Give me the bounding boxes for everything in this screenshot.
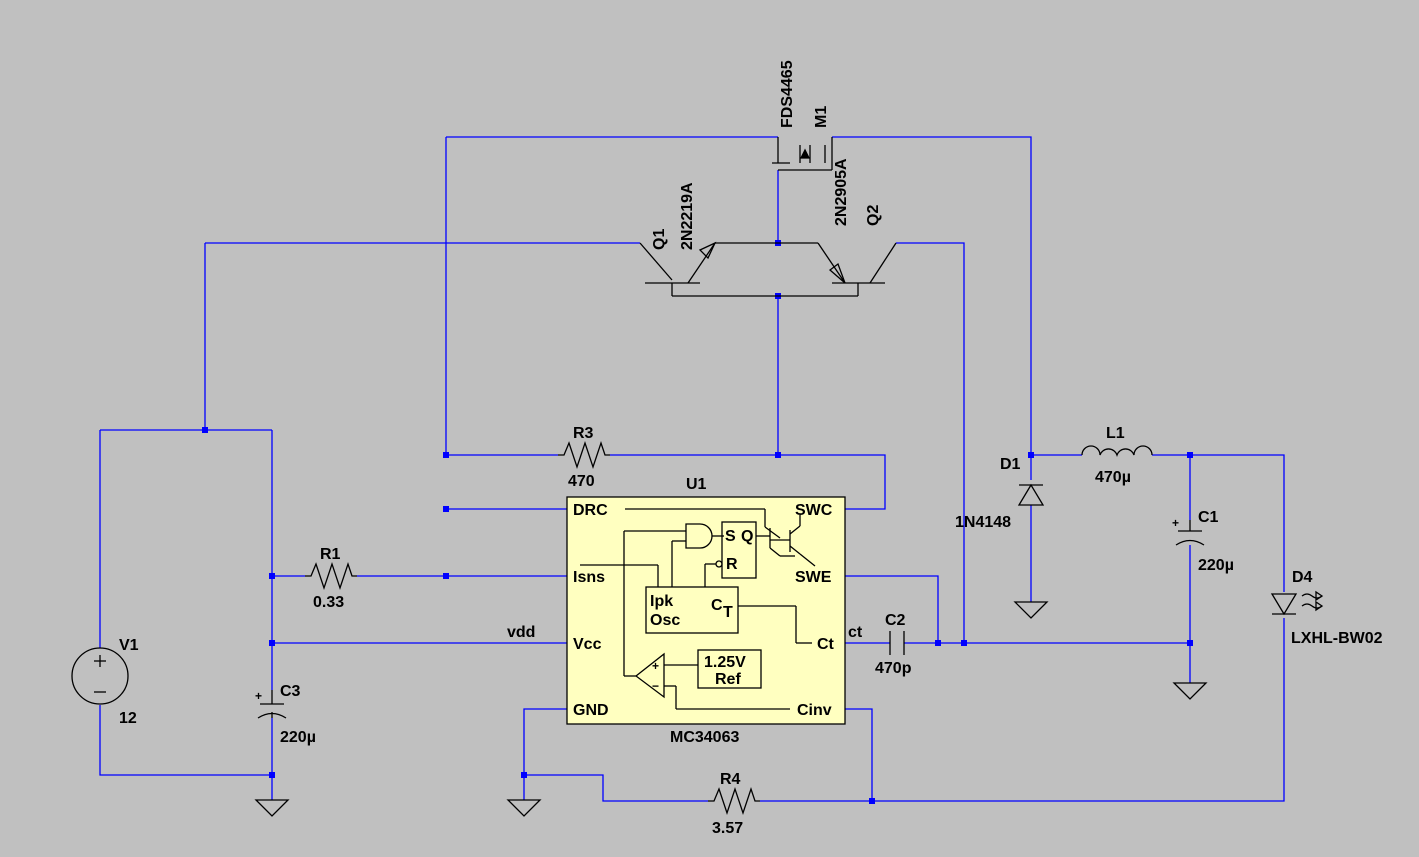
ground-icon bbox=[506, 799, 542, 817]
l1-value: 470µ bbox=[1095, 469, 1131, 486]
d4-name: D4 bbox=[1292, 569, 1313, 586]
diode-d1[interactable]: D1 1N4148 bbox=[955, 456, 1045, 531]
r4-value: 3.57 bbox=[712, 820, 743, 837]
q1-name: Q1 bbox=[651, 229, 668, 250]
d1-name: D1 bbox=[1000, 456, 1021, 473]
osc-t: T bbox=[723, 604, 733, 621]
resistor-r1[interactable]: R1 0.33 bbox=[305, 546, 357, 611]
capacitor-c2[interactable]: C2 470p bbox=[875, 612, 912, 677]
ground-icon bbox=[254, 799, 290, 817]
svg-text:+: + bbox=[652, 659, 659, 673]
led-d4[interactable]: D4 LXHL-BW02 bbox=[1270, 569, 1383, 647]
ref-voltage: 1.25V bbox=[704, 654, 746, 671]
inductor-l1[interactable]: L1 470µ bbox=[1081, 425, 1153, 486]
svg-text:−: − bbox=[652, 679, 659, 693]
pin-vcc: Vcc bbox=[573, 636, 602, 653]
d4-model: LXHL-BW02 bbox=[1291, 630, 1383, 647]
r1-value: 0.33 bbox=[313, 594, 344, 611]
capacitor-c1[interactable]: + C1 220µ bbox=[1172, 509, 1234, 574]
voltage-source-v1[interactable]: V1 12 bbox=[71, 637, 139, 727]
m1-name: M1 bbox=[813, 106, 830, 128]
pin-swe: SWE bbox=[795, 569, 832, 586]
ground-symbols bbox=[254, 601, 1208, 817]
osc-ipk: Ipk bbox=[650, 593, 673, 610]
ff-r: R bbox=[726, 556, 738, 573]
pin-isns: Isns bbox=[573, 569, 605, 586]
ref-label: Ref bbox=[715, 671, 741, 688]
pin-swc: SWC bbox=[795, 502, 833, 519]
ic-u1[interactable]: U1 MC34063 DRC Isns Vcc GND SWC SWE Ct C… bbox=[566, 476, 846, 746]
pin-drc: DRC bbox=[573, 502, 608, 519]
mosfet-m1[interactable]: FDS4465 M1 bbox=[772, 60, 833, 171]
q2-name: Q2 bbox=[865, 205, 882, 226]
d1-model: 1N4148 bbox=[955, 514, 1011, 531]
transistor-q1[interactable]: Q1 2N2219A bbox=[639, 182, 778, 297]
svg-text:+: + bbox=[1172, 516, 1179, 530]
osc-c: C bbox=[711, 597, 723, 614]
c2-value: 470p bbox=[875, 660, 912, 677]
wires bbox=[99, 136, 1285, 802]
ff-s: S bbox=[725, 528, 736, 545]
pin-gnd: GND bbox=[573, 702, 609, 719]
v1-name: V1 bbox=[119, 637, 139, 654]
transistor-q2[interactable]: 2N2905A Q2 bbox=[778, 158, 897, 297]
pin-ct: Ct bbox=[817, 636, 835, 653]
c3-value: 220µ bbox=[280, 729, 316, 746]
c2-name: C2 bbox=[885, 612, 906, 629]
r3-value: 470 bbox=[568, 473, 595, 490]
svg-text:+: + bbox=[255, 689, 262, 703]
r4-name: R4 bbox=[720, 771, 741, 788]
ff-q: Q bbox=[741, 528, 753, 545]
m1-model: FDS4465 bbox=[779, 60, 796, 128]
r3-name: R3 bbox=[573, 425, 594, 442]
and-gate-icon bbox=[685, 523, 713, 549]
resistor-r4[interactable]: R4 3.57 bbox=[708, 771, 760, 837]
q1-model: 2N2219A bbox=[679, 182, 696, 250]
pin-cinv: Cinv bbox=[797, 702, 832, 719]
v1-value: 12 bbox=[119, 710, 137, 727]
net-label-vdd: vdd bbox=[507, 624, 535, 641]
c3-name: C3 bbox=[280, 683, 301, 700]
osc-osc: Osc bbox=[650, 612, 680, 629]
capacitor-c3[interactable]: + C3 220µ bbox=[255, 683, 316, 746]
l1-name: L1 bbox=[1106, 425, 1125, 442]
net-label-ct: ct bbox=[848, 624, 863, 641]
u1-name: U1 bbox=[686, 476, 707, 493]
c1-name: C1 bbox=[1198, 509, 1219, 526]
ground-icon bbox=[1013, 601, 1049, 619]
resistor-r3[interactable]: R3 470 bbox=[558, 425, 610, 490]
q2-model: 2N2905A bbox=[833, 158, 850, 226]
ground-icon bbox=[1172, 682, 1208, 700]
c1-value: 220µ bbox=[1198, 557, 1234, 574]
r1-name: R1 bbox=[320, 546, 341, 563]
u1-model: MC34063 bbox=[670, 729, 739, 746]
